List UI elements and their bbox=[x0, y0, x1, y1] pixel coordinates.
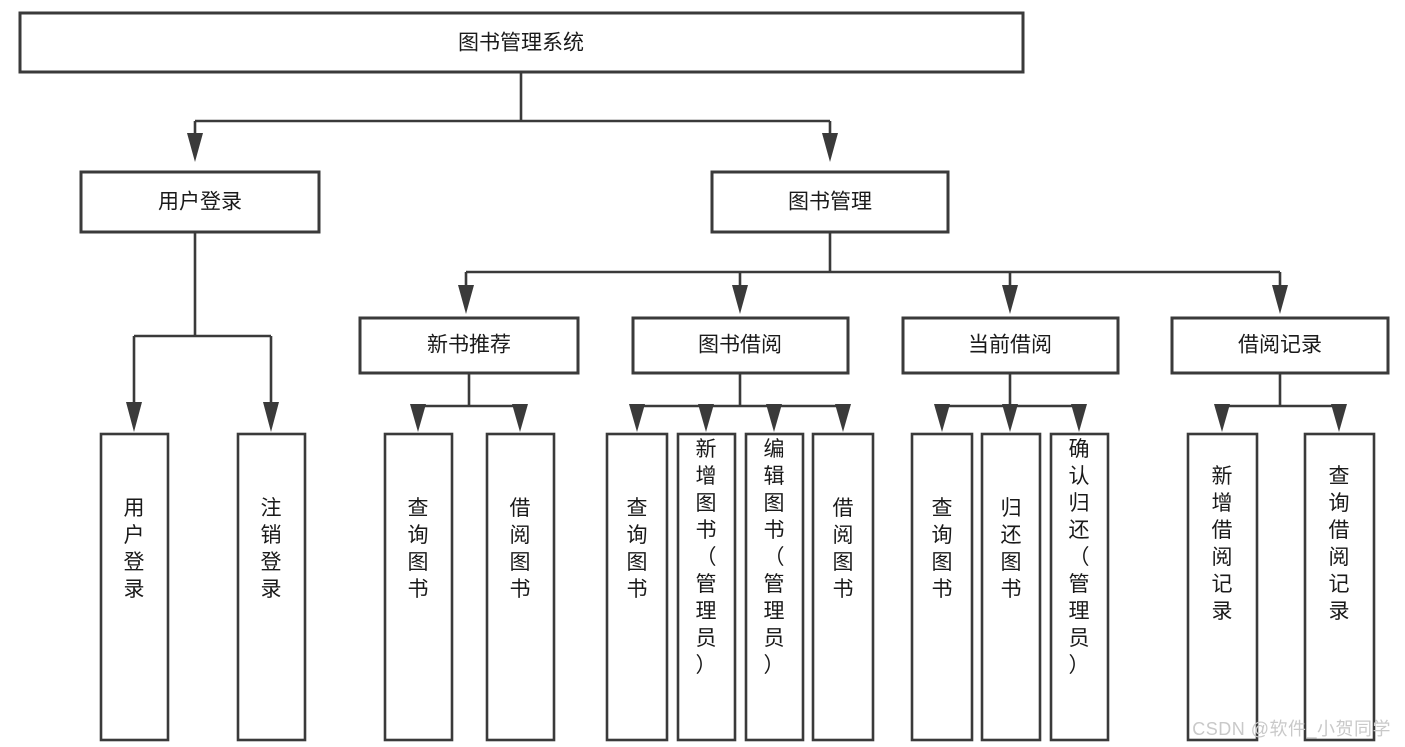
node-book-borrow[interactable]: 图书借阅 bbox=[631, 316, 850, 375]
connector-group-root bbox=[187, 72, 838, 162]
node-leaf-return-book-box[interactable] bbox=[980, 432, 1042, 742]
arrow-leaf-add-record bbox=[1214, 404, 1230, 432]
node-leaf-edit-book-label: 编辑图书（管理员） bbox=[764, 438, 785, 677]
arrow-to-current-borrow bbox=[1002, 285, 1018, 314]
node-borrow-record[interactable]: 借阅记录 bbox=[1170, 316, 1390, 375]
node-leaf-user-login-box[interactable] bbox=[99, 432, 170, 742]
connector-group-current-borrow bbox=[934, 373, 1087, 432]
node-leaf-confirm-return-box[interactable] bbox=[1049, 432, 1110, 742]
arrow-to-book-manage bbox=[822, 133, 838, 162]
node-leaf-user-login-label: 用户登录 bbox=[124, 497, 145, 601]
node-root-system[interactable]: 图书管理系统 bbox=[18, 11, 1025, 74]
node-leaf-confirm-return-label: 确认归还（管理员） bbox=[1069, 438, 1090, 677]
node-leaf-borrow-book-1-box[interactable] bbox=[485, 432, 556, 742]
node-leaf-query-book-1[interactable]: 查询图书 bbox=[383, 432, 454, 742]
arrow-to-book-borrow bbox=[732, 285, 748, 314]
node-borrow-record-label: 借阅记录 bbox=[1238, 334, 1322, 357]
node-book-borrow-label: 图书借阅 bbox=[698, 334, 782, 357]
node-leaf-query-book-3-label: 查询图书 bbox=[932, 497, 953, 601]
node-current-borrow[interactable]: 当前借阅 bbox=[901, 316, 1120, 375]
node-leaf-borrow-book-1[interactable]: 借阅图书 bbox=[485, 432, 556, 742]
arrow-leaf-borrow-book-1 bbox=[512, 404, 528, 432]
node-leaf-query-book-1-box[interactable] bbox=[383, 432, 454, 742]
arrow-leaf-query-book-3 bbox=[934, 404, 950, 432]
node-leaf-add-book-box[interactable] bbox=[676, 432, 737, 742]
arrow-leaf-query-record bbox=[1331, 404, 1347, 432]
node-root-box[interactable] bbox=[18, 11, 1025, 74]
node-current-borrow-box[interactable] bbox=[901, 316, 1120, 375]
node-leaf-user-logout-label: 注销登录 bbox=[261, 497, 282, 601]
node-leaf-user-logout[interactable]: 注销登录 bbox=[236, 432, 307, 742]
node-leaf-add-record[interactable]: 新增借阅记录 bbox=[1186, 432, 1259, 742]
connector-group-user-login bbox=[126, 232, 279, 432]
arrow-to-user-login bbox=[187, 133, 203, 162]
arrow-leaf-confirm-return bbox=[1071, 404, 1087, 432]
node-root-label: 图书管理系统 bbox=[458, 32, 584, 55]
node-leaf-add-record-label: 新增借阅记录 bbox=[1212, 465, 1233, 623]
arrow-leaf-edit-book bbox=[766, 404, 782, 432]
node-leaf-user-logout-box[interactable] bbox=[236, 432, 307, 742]
node-new-book-rec-box[interactable] bbox=[358, 316, 580, 375]
arrow-leaf-query-book-2 bbox=[629, 404, 645, 432]
arrow-to-borrow-record bbox=[1272, 285, 1288, 314]
watermark-text: CSDN @软件_小贺同学 bbox=[1192, 719, 1391, 739]
node-leaf-borrow-book-2[interactable]: 借阅图书 bbox=[811, 432, 875, 742]
node-leaf-return-book[interactable]: 归还图书 bbox=[980, 432, 1042, 742]
node-book-manage-label: 图书管理 bbox=[788, 191, 872, 214]
node-leaf-add-record-box[interactable] bbox=[1186, 432, 1259, 742]
node-leaf-add-book[interactable]: 新增图书（管理员） bbox=[676, 432, 737, 742]
node-book-manage[interactable]: 图书管理 bbox=[710, 170, 950, 234]
arrow-leaf-add-book bbox=[698, 404, 714, 432]
node-leaf-query-book-3[interactable]: 查询图书 bbox=[910, 432, 974, 742]
node-leaf-query-book-3-box[interactable] bbox=[910, 432, 974, 742]
node-new-book-rec[interactable]: 新书推荐 bbox=[358, 316, 580, 375]
node-book-borrow-box[interactable] bbox=[631, 316, 850, 375]
node-leaf-query-book-2[interactable]: 查询图书 bbox=[605, 432, 669, 742]
node-leaf-edit-book[interactable]: 编辑图书（管理员） bbox=[744, 432, 805, 742]
node-leaf-query-book-2-box[interactable] bbox=[605, 432, 669, 742]
arrow-leaf-return-book bbox=[1002, 404, 1018, 432]
node-leaf-query-record-box[interactable] bbox=[1303, 432, 1376, 742]
arrow-leaf-borrow-book-2 bbox=[835, 404, 851, 432]
node-leaf-edit-book-box[interactable] bbox=[744, 432, 805, 742]
arrow-to-new-book-rec bbox=[458, 285, 474, 314]
node-leaf-borrow-book-2-box[interactable] bbox=[811, 432, 875, 742]
connector-group-new-book-rec bbox=[410, 373, 528, 432]
node-user-login-box[interactable] bbox=[79, 170, 321, 234]
arrow-leaf-user-login bbox=[126, 402, 142, 432]
node-book-manage-box[interactable] bbox=[710, 170, 950, 234]
arrow-leaf-query-book-1 bbox=[410, 404, 426, 432]
node-new-book-rec-label: 新书推荐 bbox=[427, 334, 511, 357]
node-leaf-query-record-label: 查询借阅记录 bbox=[1329, 465, 1350, 623]
node-borrow-record-box[interactable] bbox=[1170, 316, 1390, 375]
node-leaf-borrow-book-2-label: 借阅图书 bbox=[833, 497, 854, 601]
connector-group-book-borrow bbox=[629, 373, 851, 432]
connector-group-book-manage bbox=[458, 232, 1288, 314]
arrow-leaf-user-logout bbox=[263, 402, 279, 432]
node-current-borrow-label: 当前借阅 bbox=[968, 334, 1052, 357]
node-leaf-add-book-label: 新增图书（管理员） bbox=[696, 438, 717, 677]
node-leaf-user-login[interactable]: 用户登录 bbox=[99, 432, 170, 742]
node-leaf-query-book-2-label: 查询图书 bbox=[627, 497, 648, 601]
node-leaf-confirm-return[interactable]: 确认归还（管理员） bbox=[1049, 432, 1110, 742]
node-leaf-borrow-book-1-label: 借阅图书 bbox=[510, 497, 531, 601]
node-leaf-return-book-label: 归还图书 bbox=[1001, 497, 1022, 601]
connector-group-borrow-record bbox=[1214, 373, 1347, 432]
node-user-login[interactable]: 用户登录 bbox=[79, 170, 321, 234]
node-leaf-query-book-1-label: 查询图书 bbox=[408, 497, 429, 601]
node-leaf-query-record[interactable]: 查询借阅记录 bbox=[1303, 432, 1376, 742]
node-user-login-label: 用户登录 bbox=[158, 191, 242, 214]
